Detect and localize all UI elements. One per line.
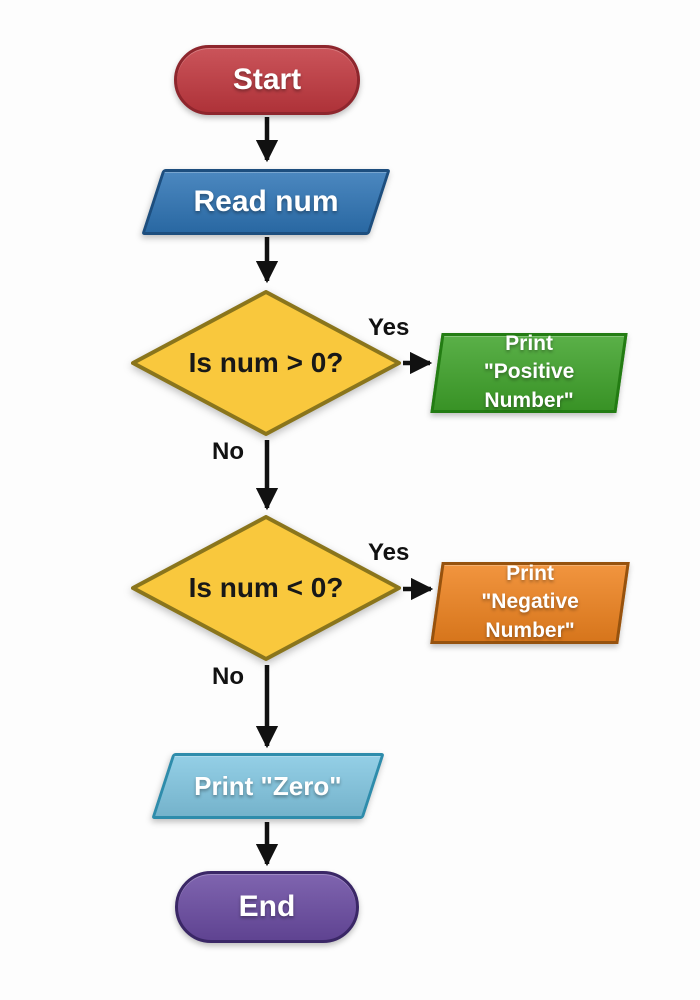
start-label: Start [232,63,302,96]
edge-label-no-1: No [212,438,244,465]
print-positive-line1: Print [505,332,553,356]
read-num-label: Read num [193,185,339,218]
node-print-zero: Print "Zero" [151,753,385,819]
node-decision-positive [131,290,401,436]
node-end: End [175,871,359,943]
print-zero-label: Print "Zero" [194,770,342,801]
decision-negative-shape [131,515,401,661]
node-print-negative: Print "Negative Number" [430,562,630,644]
print-negative-line2: "Negative Number" [481,590,579,643]
edge-label-no-2: No [212,663,244,690]
print-positive-line2: "Positive Number" [483,360,575,413]
decision-positive-label: Is num > 0? [188,347,344,378]
node-start: Start [174,45,360,115]
node-read-num: Read num [141,169,391,235]
node-print-positive: Print "Positive Number" [430,332,628,413]
decision-negative-label: Is num < 0? [188,572,344,603]
end-label: End [238,890,296,923]
edge-label-yes-1: Yes [368,314,410,341]
edge-label-yes-2: Yes [368,539,410,566]
decision-positive-shape [131,290,401,436]
node-decision-negative [131,515,401,661]
print-negative-line1: Print [506,562,554,586]
